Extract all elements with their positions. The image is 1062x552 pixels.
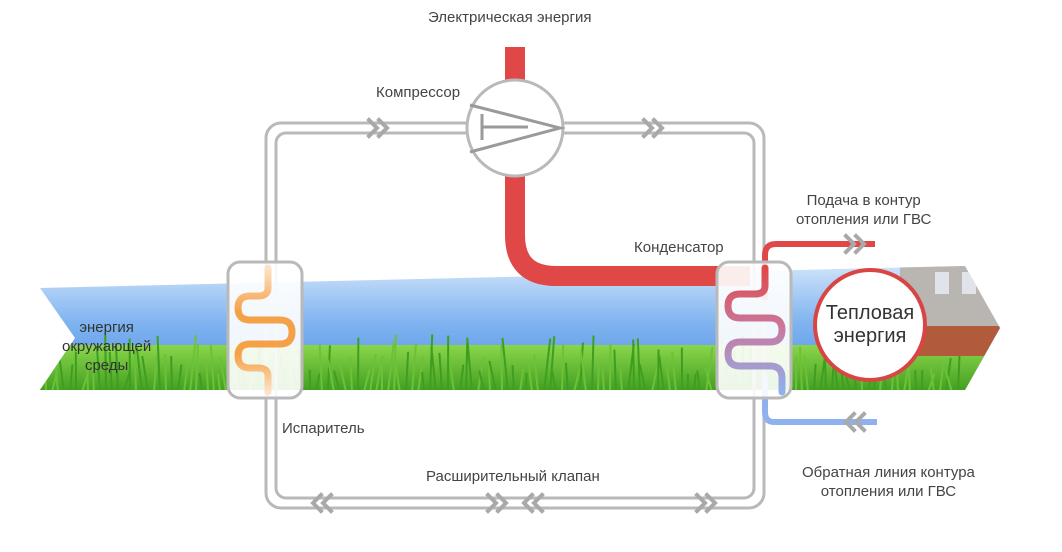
heat-energy-label: Тепловая энергия <box>815 302 925 348</box>
flow-chevron-icon <box>366 117 380 139</box>
heat-energy-badge <box>813 268 927 382</box>
compressor-label: Компрессор <box>376 84 461 101</box>
heat-label-line1: Тепловая <box>825 302 915 324</box>
flow-chevron-icon <box>843 411 857 433</box>
evaporator <box>226 260 304 400</box>
heat-label-line2: энергия <box>833 325 907 347</box>
return-label-line2: отопления или ГВС <box>820 483 957 500</box>
flow-chevron-icon <box>641 117 655 139</box>
supply-label-line2: отопления или ГВС <box>796 211 932 228</box>
flow-chevron-icon <box>495 492 509 514</box>
supply-pipe <box>762 241 875 300</box>
compressor-icon <box>465 78 566 178</box>
flow-chevron-icon <box>521 492 535 514</box>
flow-chevron-icon <box>843 233 857 255</box>
supply-label-line1: Подача в контур <box>806 192 921 209</box>
return-label-line1: Обратная линия контура <box>802 464 975 481</box>
ambient-label-line1: энергия <box>79 319 134 336</box>
expansion-valve-label: Расширительный клапан <box>426 468 600 485</box>
supply-label: Подача в контур отопления или ГВС <box>796 191 931 229</box>
condenser <box>715 260 793 400</box>
flow-chevron-icon <box>853 233 867 255</box>
electric-energy-label: Электрическая энергия <box>428 9 592 26</box>
flow-chevron-icon <box>485 492 499 514</box>
ambient-label-line2: окружающей <box>62 338 152 355</box>
evaporator-label: Испаритель <box>282 420 365 437</box>
hot-pipe <box>505 165 750 286</box>
flow-chevron-icon <box>704 492 718 514</box>
flow-chevron-icon <box>320 492 334 514</box>
ambient-label-line3: среды <box>84 357 129 374</box>
flow-chevron-icon <box>853 411 867 433</box>
return-pipe <box>762 375 877 425</box>
flow-chevron-icon <box>310 492 324 514</box>
ambient-energy-label: энергия окружающей среды <box>62 318 151 375</box>
flow-arrows <box>310 117 867 514</box>
flow-chevron-icon <box>376 117 390 139</box>
flow-chevron-icon <box>651 117 665 139</box>
flow-chevron-icon <box>531 492 545 514</box>
return-label: Обратная линия контура отопления или ГВС <box>802 463 975 501</box>
condenser-label: Конденсатор <box>634 239 724 256</box>
flow-chevron-icon <box>694 492 708 514</box>
